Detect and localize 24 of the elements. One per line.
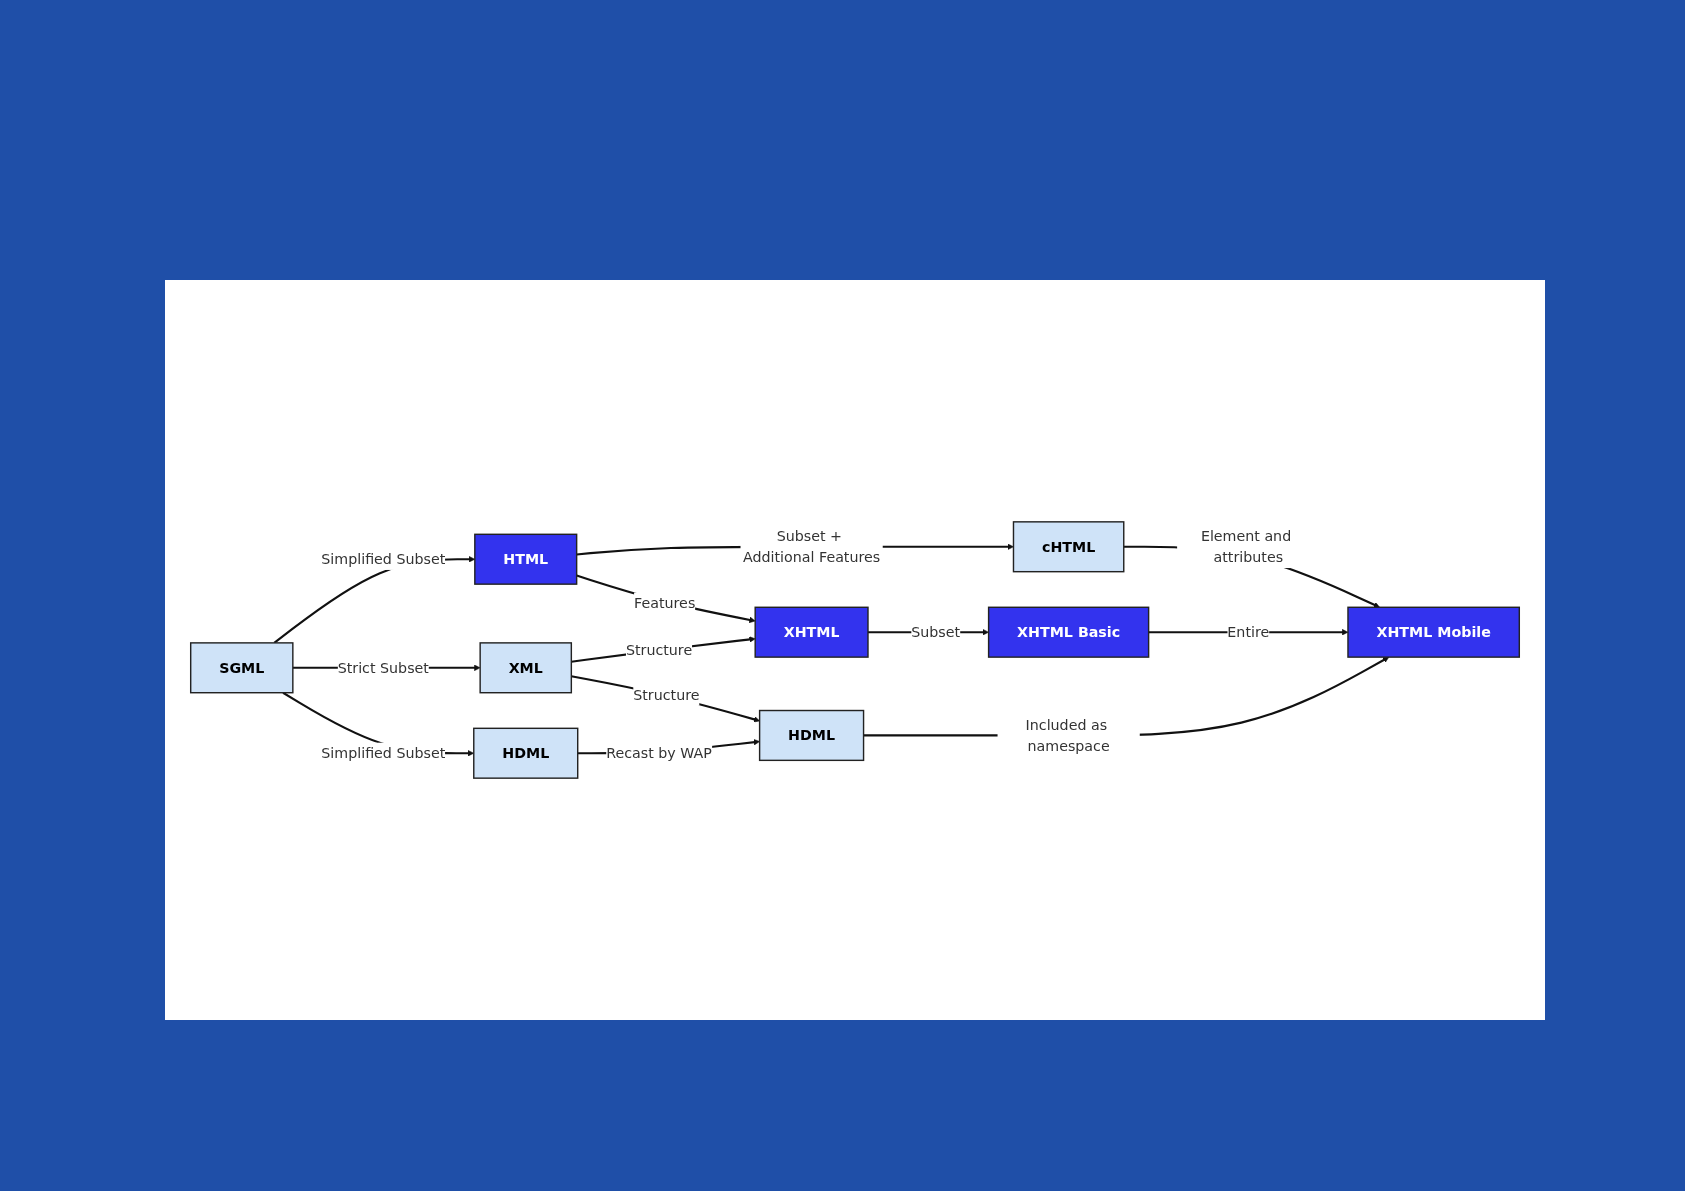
node-box: HDML [758, 709, 865, 762]
edge-label: Features [634, 594, 696, 612]
edge-label: Structure [625, 641, 693, 659]
node-box: HDML [473, 727, 579, 779]
edge-label: Subset [911, 623, 961, 641]
arrow [576, 574, 756, 623]
node-box: XML [479, 642, 573, 694]
edge-label: Included as namespace [1025, 716, 1110, 755]
edge-label: Strict Subset [337, 659, 429, 677]
edge-label: Structure [633, 686, 700, 704]
arrow [571, 675, 760, 723]
node-box: XHTML Mobile [1347, 606, 1520, 658]
node-box: XHTML [754, 606, 869, 658]
edge-label: Simplified Subset [321, 744, 446, 762]
node-box: XHTML Basic [987, 606, 1150, 658]
edge-label: Element and attributes [1200, 527, 1292, 566]
node-box: cHTML [1012, 521, 1125, 573]
edge-label: Recast by WAP [606, 744, 712, 762]
node-box: HTML [474, 533, 578, 585]
arrow [571, 636, 756, 663]
node-box: SGML [190, 642, 294, 694]
edge-label: Subset + Additional Features [742, 527, 881, 566]
edge-label: Simplified Subset [321, 550, 446, 568]
edge-label: Entire [1227, 623, 1270, 641]
